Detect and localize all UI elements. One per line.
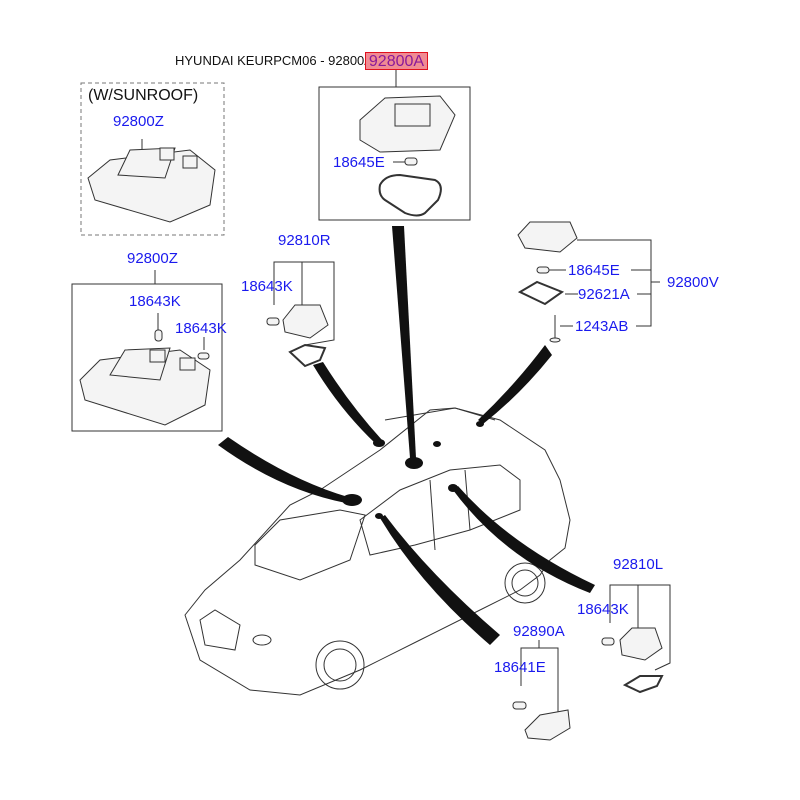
- bulb-label-front-2[interactable]: 18643K: [175, 320, 227, 337]
- bulb-label-luggage[interactable]: 18641E: [494, 659, 546, 676]
- diagram-title: HYUNDAI KEURPCM06 - 92800A: [175, 53, 373, 68]
- front-lamp-box: [71, 283, 223, 432]
- pointer-wedges: [218, 226, 595, 645]
- part-label-sunroof[interactable]: 92800Z: [113, 113, 164, 130]
- main-lamp-box: [318, 86, 471, 221]
- component-label-rear-screw[interactable]: 1243AB: [575, 318, 629, 335]
- bulb-label-vanity-left[interactable]: 18643K: [577, 601, 629, 618]
- component-label-rear-gasket[interactable]: 92621A: [578, 286, 630, 303]
- main-lamp-icon: [359, 95, 456, 217]
- vanity-right-icon: [266, 261, 335, 368]
- sunroof-box: [80, 82, 225, 236]
- front-lamp-icon: [79, 313, 211, 426]
- bulb-label-vanity-right[interactable]: 18643K: [241, 278, 293, 295]
- rear-lamp-icon: [517, 221, 660, 343]
- part-label-rear-lamp[interactable]: 92800V: [667, 274, 719, 291]
- highlighted-part-label[interactable]: 92800A: [365, 52, 428, 70]
- component-label-rear-bulb[interactable]: 18645E: [568, 262, 620, 279]
- part-label-luggage-lamp[interactable]: 92890A: [513, 623, 565, 640]
- part-label-vanity-left[interactable]: 92810L: [613, 556, 664, 573]
- vanity-left-icon: [601, 584, 671, 694]
- bulb-label-front-1[interactable]: 18643K: [129, 293, 181, 310]
- part-label-front-lamp[interactable]: 92800Z: [127, 250, 178, 267]
- sunroof-lamp-icon: [87, 139, 216, 223]
- mount-points: [342, 421, 484, 519]
- sunroof-note: (W/SUNROOF): [88, 87, 199, 104]
- part-label-vanity-right[interactable]: 92810R: [278, 232, 331, 249]
- bulb-label-main[interactable]: 18645E: [333, 154, 385, 171]
- luggage-lamp-icon: [512, 640, 571, 741]
